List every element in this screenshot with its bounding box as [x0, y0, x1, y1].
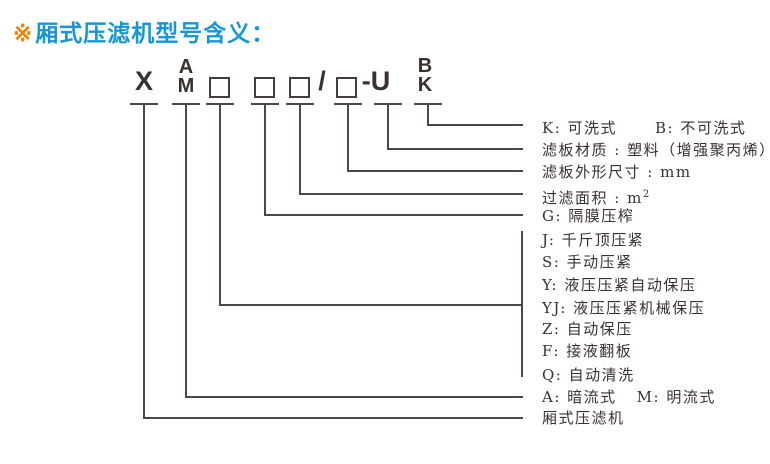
code-placeholder-box-2	[254, 77, 275, 98]
connector-vline-dash-u	[387, 104, 389, 150]
legend-row-auto-wash: Q: 自动清洗	[542, 364, 635, 386]
legend-row-jack: J: 千斤顶压紧	[542, 229, 644, 251]
code-letter-x: X	[134, 66, 153, 96]
connector-hline-am	[185, 396, 523, 398]
legend-text: K: 可洗式	[542, 119, 618, 137]
connector-hline-box-2	[264, 214, 523, 216]
legend-row-machine: 厢式压滤机	[542, 407, 625, 429]
legend-text-2: B: 不可洗式	[655, 119, 747, 137]
code-slash: /	[318, 66, 326, 96]
page-title: ※厢式压滤机型号含义：	[13, 14, 275, 48]
code-placeholder-box-4	[336, 77, 357, 98]
legend-row-manual: S: 手动压紧	[542, 251, 633, 273]
group-bracket-press-options	[521, 231, 523, 377]
legend-row-plate-size: 滤板外形尺寸 : mm	[542, 161, 692, 183]
connector-vline-x	[143, 104, 145, 419]
legend-text: Z: 自动保压	[542, 320, 633, 338]
legend-row-washable: K: 可洗式 B: 不可洗式	[542, 117, 746, 139]
legend-text: F: 接液翻板	[542, 342, 633, 360]
code-letter-a: A	[178, 56, 194, 78]
legend-row-drip-tray: F: 接液翻板	[542, 340, 632, 362]
connector-hline-box-4	[347, 170, 523, 172]
legend-text: 滤板外形尺寸 : mm	[542, 163, 692, 181]
legend-text: J: 千斤顶压紧	[542, 231, 645, 249]
connector-vline-box-4	[347, 104, 349, 172]
legend-row-hydraulic-mech: YJ: 液压压紧机械保压	[542, 297, 705, 319]
connector-vline-bk	[427, 104, 429, 126]
legend-row-plate-material: 滤板材质 : 塑料（增强聚丙烯）	[542, 139, 770, 161]
code-stack-bk: B K	[408, 55, 442, 96]
legend-text: S: 手动压紧	[542, 253, 633, 271]
legend-text-2: M: 明流式	[636, 388, 716, 406]
code-letter-b: B	[417, 55, 433, 77]
connector-vline-box-3	[299, 104, 301, 195]
legend-text: 滤板材质 : 塑料（增强聚丙烯）	[542, 141, 770, 159]
legend-row-diaphragm: G: 隔膜压榨	[542, 205, 634, 227]
code-letter-k: K	[417, 74, 433, 96]
page-title-text: 厢式压滤机型号含义：	[35, 20, 276, 46]
connector-hline-box-3	[299, 193, 523, 195]
connector-hline-x	[143, 417, 523, 419]
connector-vline-am	[185, 104, 187, 398]
legend-superscript: 2	[642, 189, 650, 200]
legend-text: A: 暗流式	[542, 388, 617, 406]
connector-hline-bk	[427, 124, 523, 126]
legend-text: 过滤面积 : m	[542, 189, 643, 207]
legend-text: 厢式压滤机	[542, 409, 625, 427]
code-letter-m: M	[177, 75, 195, 97]
code-dash-u: -U	[361, 66, 391, 96]
connector-hline-box-1	[219, 304, 522, 306]
code-stack-am: A M	[170, 56, 202, 97]
reference-marker: ※	[13, 20, 34, 46]
legend-row-auto-hold: Z: 自动保压	[542, 318, 633, 340]
legend-row-filter-area: 过滤面积 : m2	[542, 184, 650, 207]
legend-row-flow-type: A: 暗流式 M: 明流式	[542, 386, 716, 408]
connector-vline-box-2	[264, 104, 266, 216]
legend-text: G: 隔膜压榨	[542, 207, 635, 225]
connector-hline-dash-u	[387, 148, 523, 150]
code-placeholder-box-3	[289, 77, 310, 98]
legend-text: YJ: 液压压紧机械保压	[542, 299, 706, 317]
connector-vline-box-1	[219, 104, 221, 306]
code-placeholder-box-1	[209, 77, 230, 98]
legend-text: Q: 自动清洗	[542, 366, 635, 384]
legend-text: Y: 液压压紧自动保压	[542, 276, 697, 294]
legend-row-hydraulic-auto: Y: 液压压紧自动保压	[542, 274, 696, 296]
